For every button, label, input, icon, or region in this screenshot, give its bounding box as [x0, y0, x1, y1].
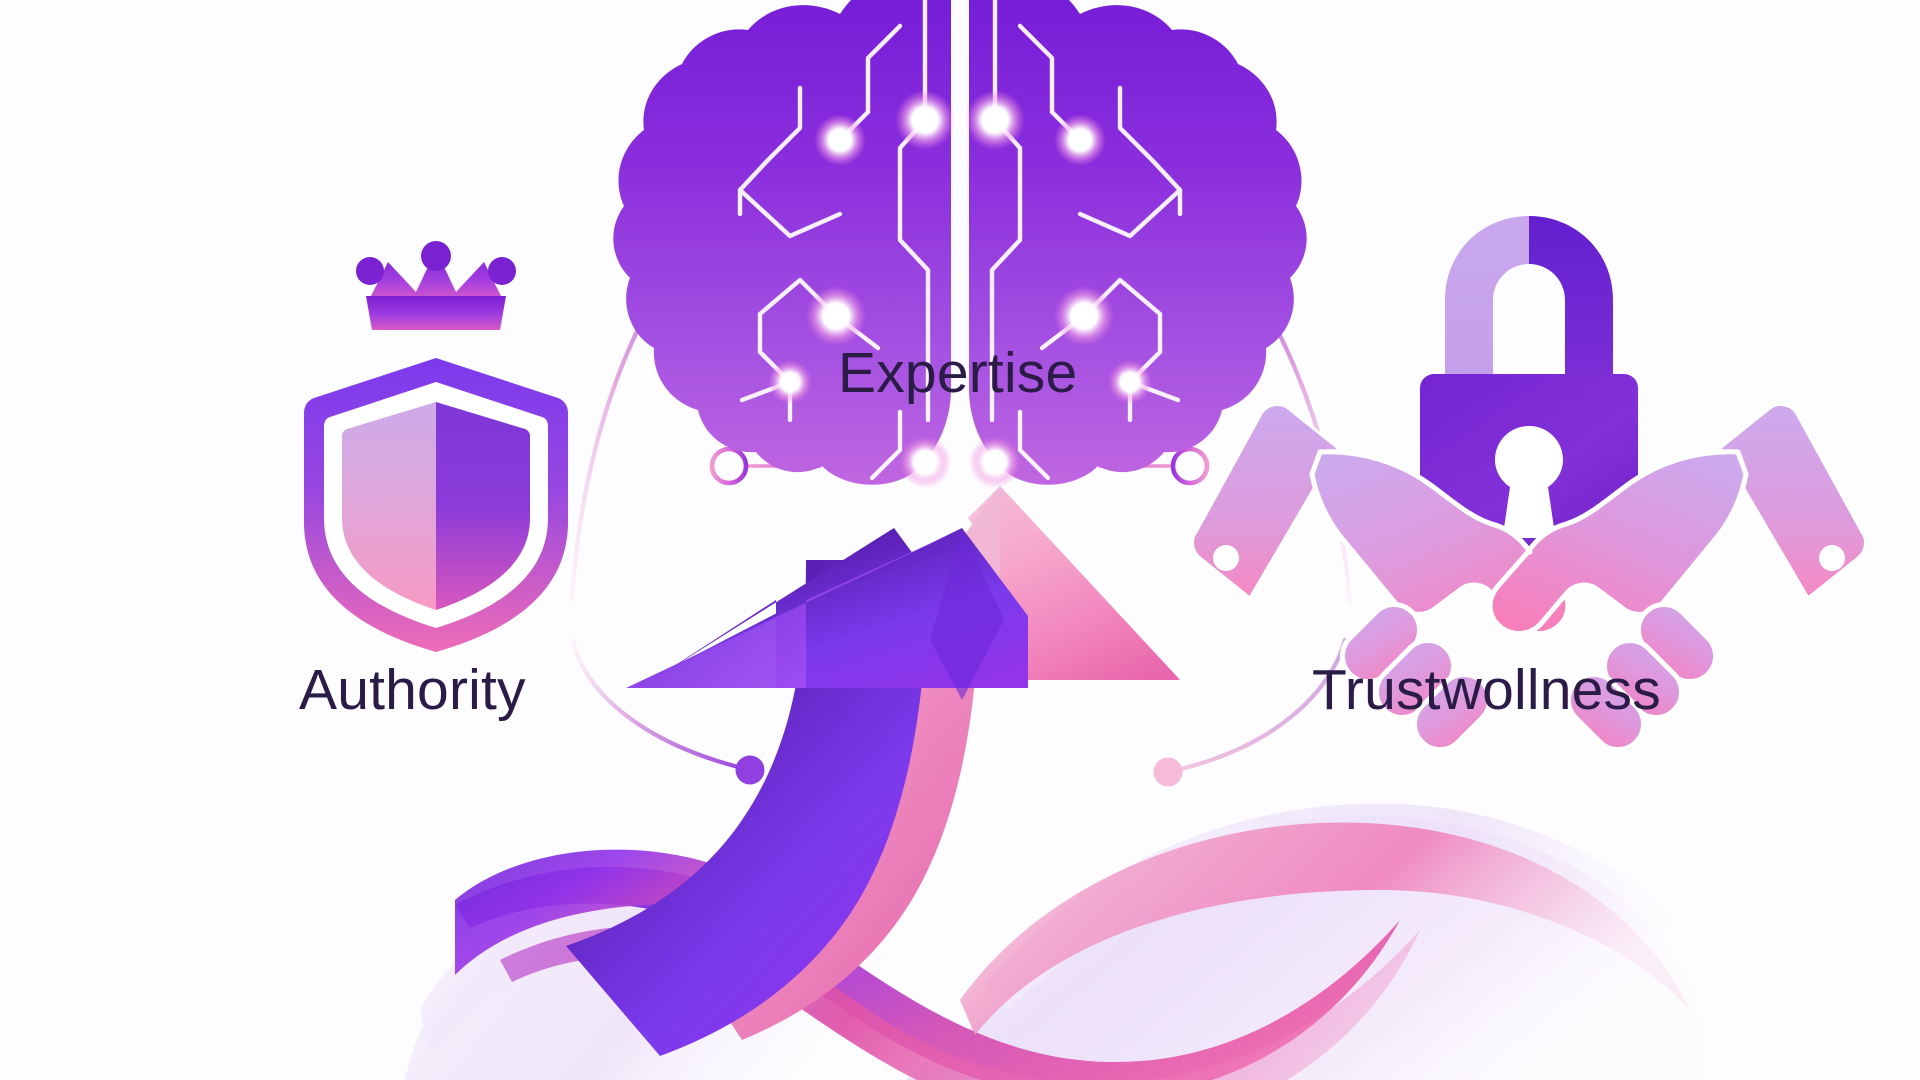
pillar-label-expertise: Expertise: [838, 341, 1078, 405]
connector-dot-bottom-right: [1153, 757, 1183, 787]
brain-left-hemisphere: [613, 0, 951, 485]
growth-arrow-purple-head-main: [632, 528, 1028, 688]
handshake-icon: [1191, 403, 1867, 752]
crown-icon: [356, 241, 516, 330]
handshake-fingers-right: [1566, 602, 1718, 752]
pillar-label-trustwollness: Trustwollness: [1312, 658, 1661, 722]
brain-glow-nodes: [768, 90, 1152, 488]
crown-base: [366, 296, 506, 330]
ribbon-pink-upper-right: [960, 822, 1690, 1035]
crown-jewel-right: [488, 257, 516, 285]
growth-arrow-purple: [566, 528, 1028, 1056]
pillar-label-authority: Authority: [299, 658, 526, 722]
shield-inner-left: [342, 402, 436, 610]
brain-right-hemisphere: [969, 0, 1307, 485]
connector-dot-bottom-left: [735, 755, 765, 785]
padlock-shackle-right: [1529, 216, 1613, 390]
crown-jewel-center: [421, 241, 451, 271]
padlock-shackle-left: [1445, 216, 1529, 390]
ribbon-purple-upper-left: [455, 849, 855, 975]
crown-body: [368, 250, 504, 302]
connector-arc-bottom-right: [1173, 637, 1348, 773]
growth-arrow-purple-head-left: [626, 530, 960, 688]
handshake-cuff-left-button: [1213, 545, 1239, 571]
padlock-keyhole: [1495, 426, 1563, 538]
handshake-fingers-left: [1340, 602, 1492, 752]
shield-icon: [304, 358, 568, 652]
shield-inner-right: [436, 402, 530, 610]
connector-arc-bottom-left: [570, 637, 745, 771]
crown-jewel-left: [356, 257, 384, 285]
handshake-clasp-highlight: [1489, 521, 1533, 555]
growth-arrow-purple-head-right-edge: [930, 528, 1004, 700]
handshake-cuff-right-button: [1819, 545, 1845, 571]
brain-hemispheres: [613, 0, 1307, 485]
